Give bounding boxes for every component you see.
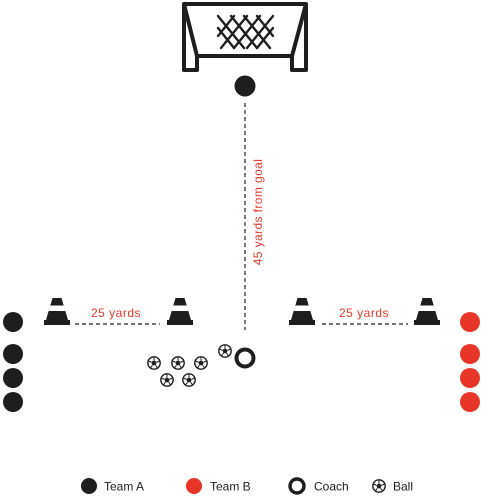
soccer-ball-icon bbox=[182, 373, 196, 387]
coach-icon bbox=[234, 347, 256, 369]
ball-pile bbox=[147, 344, 232, 387]
legend-team-b-label: Team B bbox=[210, 480, 251, 494]
cone-icon bbox=[414, 298, 440, 325]
team-b-player bbox=[460, 312, 480, 332]
cone-icon bbox=[44, 298, 70, 325]
soccer-ball-icon bbox=[147, 356, 161, 370]
team-a-player bbox=[3, 368, 23, 388]
soccer-ball-icon bbox=[194, 356, 208, 370]
legend: Team A Team B Coach Ball bbox=[81, 477, 413, 495]
legend-ball-label: Ball bbox=[393, 480, 413, 494]
soccer-ball-icon bbox=[171, 356, 185, 370]
soccer-ball-icon bbox=[218, 344, 232, 358]
team-a-player bbox=[3, 344, 23, 364]
team-b-players bbox=[460, 312, 480, 412]
goal-icon bbox=[182, 2, 308, 72]
right-cone-distance-label: 25 yards bbox=[339, 306, 389, 320]
legend-coach-icon bbox=[288, 477, 306, 495]
cone-icon bbox=[289, 298, 315, 325]
left-cone-distance-label: 25 yards bbox=[91, 306, 141, 320]
goalkeeper-player bbox=[234, 75, 256, 97]
legend-team-b-icon bbox=[186, 478, 202, 494]
team-b-player bbox=[460, 392, 480, 412]
legend-ball-icon bbox=[372, 479, 386, 493]
team-a-player bbox=[3, 312, 23, 332]
team-b-player bbox=[460, 368, 480, 388]
goal-net bbox=[216, 14, 275, 50]
team-a-players bbox=[3, 312, 23, 412]
team-a-player bbox=[3, 392, 23, 412]
cone-icon bbox=[167, 298, 193, 325]
team-b-player bbox=[460, 344, 480, 364]
legend-team-a-icon bbox=[81, 478, 97, 494]
legend-coach-label: Coach bbox=[314, 480, 349, 494]
legend-team-a-label: Team A bbox=[104, 480, 144, 494]
distance-label: 45 yards from goal bbox=[251, 159, 265, 266]
soccer-ball-icon bbox=[160, 373, 174, 387]
